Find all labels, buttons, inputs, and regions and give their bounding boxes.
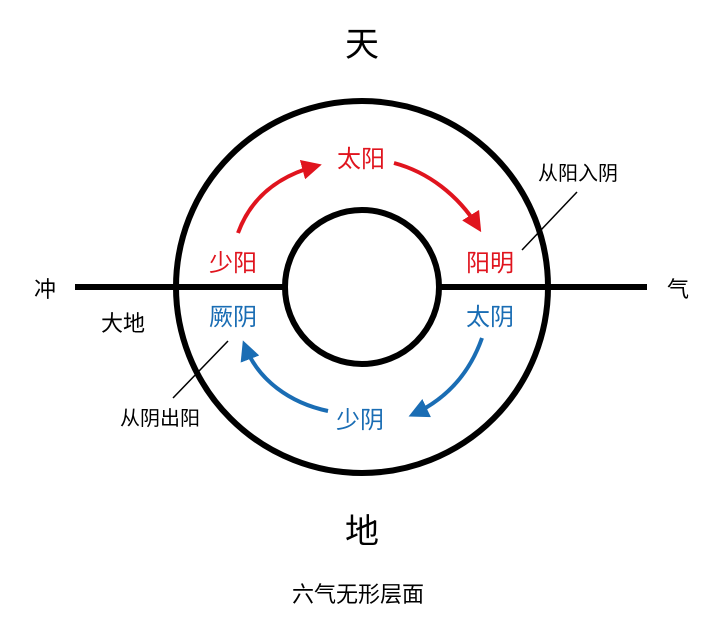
yang-arrow-right bbox=[393, 161, 482, 233]
label-yang-left: 少阳 bbox=[209, 249, 257, 277]
note-top-right: 从阳入阴 bbox=[538, 161, 618, 185]
yin-arrow-left bbox=[240, 340, 329, 413]
label-left: 冲 bbox=[34, 278, 56, 303]
label-yin-right: 太阴 bbox=[466, 303, 514, 331]
label-yang-top: 太阳 bbox=[337, 145, 385, 173]
label-ground: 大地 bbox=[101, 312, 145, 337]
label-yin-left: 厥阴 bbox=[209, 303, 257, 331]
label-yin-bottom: 少阴 bbox=[336, 406, 384, 434]
pointer-line-bottom-left bbox=[172, 340, 229, 399]
yang-arrow-left bbox=[236, 159, 322, 234]
caption: 六气无形层面 bbox=[292, 583, 424, 608]
outer-circle bbox=[173, 98, 551, 476]
label-top: 天 bbox=[345, 25, 379, 65]
yin-arrow-right bbox=[408, 337, 484, 418]
pointer-line-top-right bbox=[521, 191, 578, 251]
note-bottom-left: 从阴出阳 bbox=[120, 406, 200, 430]
label-bottom: 地 bbox=[345, 512, 379, 552]
inner-circle bbox=[282, 207, 442, 367]
label-right: 气 bbox=[667, 278, 689, 303]
label-yang-right: 阳明 bbox=[466, 249, 514, 277]
